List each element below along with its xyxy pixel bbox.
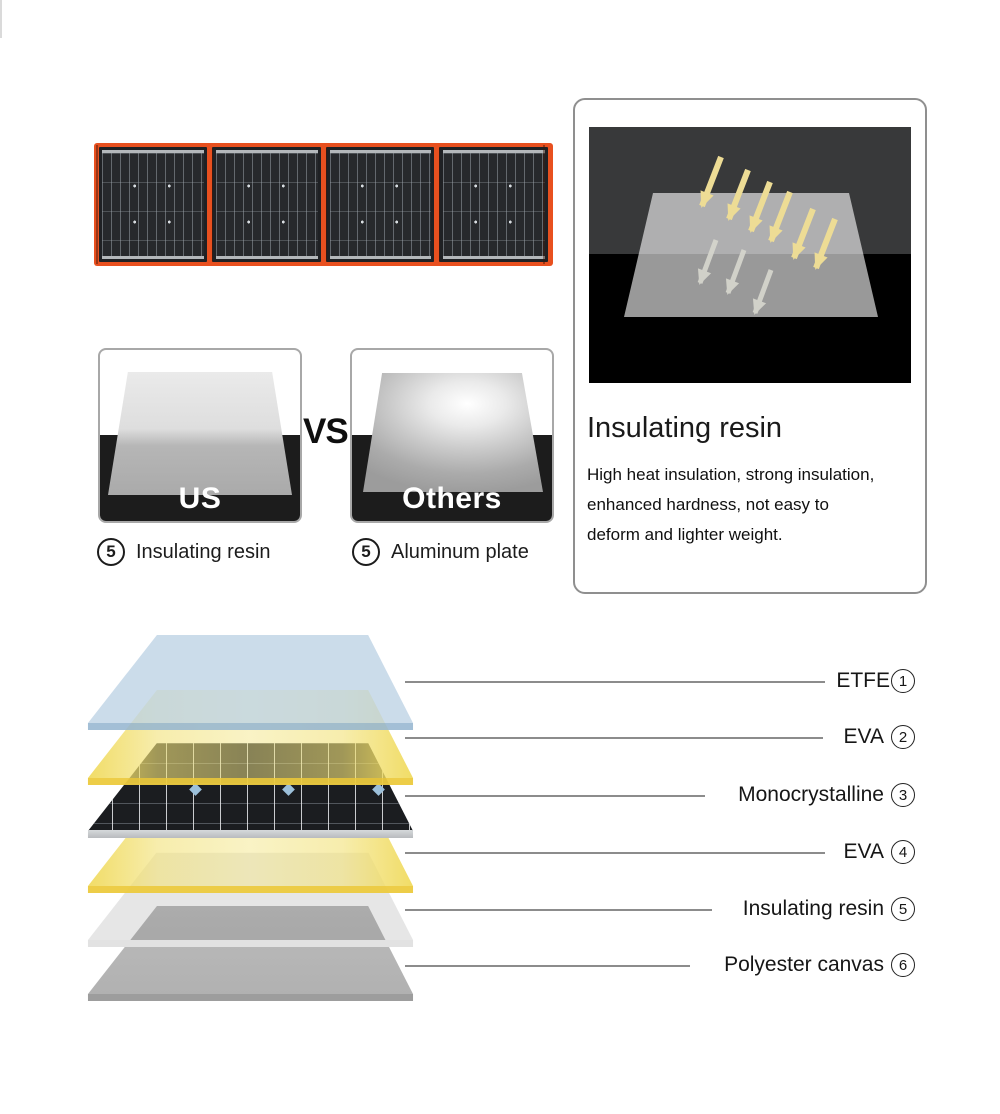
- exploded-layers-diagram: [85, 630, 415, 1012]
- aluminum-plate-image: [363, 373, 543, 492]
- info-card-body: High heat insulation, strong insulation,…: [587, 460, 917, 550]
- us-caption: 5 Insulating resin: [97, 538, 271, 566]
- busbar-diamond: [372, 783, 385, 796]
- layer-label: Monocrystalline: [738, 783, 884, 807]
- solar-cells: [102, 150, 204, 259]
- others-caption: 5 Aluminum plate: [352, 538, 529, 566]
- folding-solar-panel-photo: [94, 143, 553, 266]
- layer-label: ETFE: [836, 669, 890, 693]
- us-caption-text: Insulating resin: [136, 540, 271, 563]
- circled-number-icon: 5: [97, 538, 125, 566]
- leader-line: [405, 965, 690, 967]
- others-caption-text: Aluminum plate: [391, 540, 529, 563]
- us-comparison-card: US: [98, 348, 302, 523]
- layer-label: EVA: [843, 725, 884, 749]
- info-body-line: deform and lighter weight.: [587, 525, 783, 544]
- circled-number-icon: 4: [891, 840, 915, 865]
- circled-number-icon: 3: [891, 783, 915, 808]
- info-body-line: High heat insulation, strong insulation,: [587, 465, 875, 484]
- leader-line: [405, 681, 825, 683]
- leader-line: [405, 795, 705, 797]
- solar-panel-section: [439, 147, 548, 262]
- solar-panel-section: [211, 147, 321, 262]
- layer-label: Insulating resin: [742, 897, 884, 921]
- layer-label: EVA: [843, 840, 884, 864]
- busbar-diamond: [282, 783, 295, 796]
- leader-line: [405, 852, 825, 854]
- circled-number-icon: 2: [891, 725, 915, 750]
- sun-rays-plate-illustration: [589, 127, 911, 383]
- info-body-line: enhanced hardness, not easy to: [587, 495, 829, 514]
- us-plate-label: US: [178, 482, 222, 515]
- circled-number-icon: 6: [891, 953, 915, 978]
- info-card-title: Insulating resin: [587, 412, 783, 444]
- insulating-resin-info-card: Insulating resin High heat insulation, s…: [573, 98, 927, 594]
- insulating-resin-plate-image: [108, 372, 292, 495]
- solar-panel-section: [99, 147, 207, 262]
- layer-etfe: [87, 635, 414, 730]
- circled-number-icon: 5: [352, 538, 380, 566]
- solar-panel-section: [325, 147, 435, 262]
- scan-artifact-line: [0, 0, 2, 38]
- circled-number-icon: 5: [891, 897, 915, 922]
- layer-label: Polyester canvas: [724, 953, 884, 977]
- busbar-diamond: [189, 783, 202, 796]
- leader-line: [405, 737, 823, 739]
- leader-line: [405, 909, 712, 911]
- vs-label: VS: [303, 412, 349, 451]
- circled-number-icon: 1: [891, 669, 915, 694]
- solar-cells: [329, 150, 432, 259]
- solar-cells: [443, 150, 545, 259]
- others-comparison-card: Others: [350, 348, 554, 523]
- others-plate-label: Others: [402, 482, 502, 515]
- solar-cells: [215, 150, 318, 259]
